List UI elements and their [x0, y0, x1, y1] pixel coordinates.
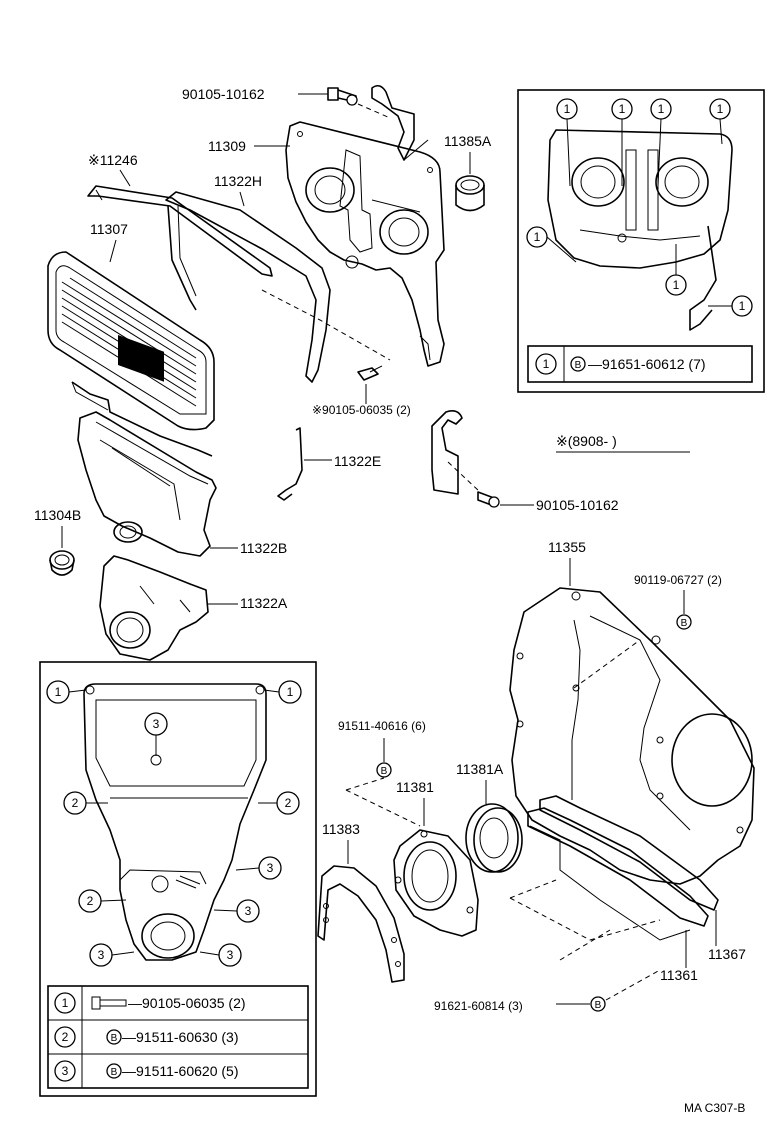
- label-11246: ※11246: [88, 152, 138, 168]
- svg-text:1: 1: [55, 685, 62, 699]
- svg-text:1: 1: [287, 685, 294, 699]
- label-11307: 11307: [90, 221, 128, 237]
- label-90105-06035: ※90105-06035 (2): [312, 403, 411, 417]
- bolt-mark-icon: B: [111, 1033, 118, 1044]
- label-11383: 11383: [322, 821, 360, 837]
- bracket-mid: [431, 410, 481, 495]
- label-11322E: 11322E: [334, 453, 381, 469]
- cover-11322B: [77, 411, 217, 557]
- bracket-top: [357, 84, 429, 161]
- label-90105-10162-top: 90105-10162: [182, 86, 265, 102]
- cover-11307: [47, 251, 215, 457]
- inset-bottom-legend-num-1: 1: [62, 996, 69, 1010]
- inset-top-legend-num: 1: [543, 357, 550, 371]
- inset-bottom-left: 1 1 3 2 2 3 2 3 3 3 1 —90105-06035 (2) 2: [39, 661, 317, 1097]
- svg-text:1: 1: [739, 299, 746, 313]
- inset-bottom-legend-text-2: —91511-60630 (3): [122, 1029, 238, 1045]
- label-90119-06727: 90119-06727 (2): [634, 573, 722, 587]
- gasket-11361: [527, 807, 709, 941]
- svg-text:3: 3: [245, 904, 252, 918]
- svg-text:1: 1: [658, 102, 665, 116]
- svg-text:1: 1: [534, 230, 541, 244]
- bolt-mark-icon: B: [111, 1067, 118, 1078]
- svg-text:3: 3: [98, 948, 105, 962]
- svg-text:2: 2: [285, 796, 292, 810]
- label-91621-60814: 91621-60814 (3): [434, 999, 523, 1013]
- label-11355: 11355: [548, 539, 586, 555]
- svg-text:B: B: [595, 1000, 602, 1011]
- svg-text:3: 3: [267, 861, 274, 875]
- bolt-90105-06035: [357, 365, 383, 381]
- inset-bottom-legend-num-3: 3: [62, 1064, 69, 1078]
- label-11367: 11367: [708, 946, 746, 962]
- svg-text:1: 1: [619, 102, 626, 116]
- inset-bottom-legend-text-1: —90105-06035 (2): [128, 995, 246, 1011]
- label-11385A: 11385A: [444, 133, 492, 149]
- label-11304B: 11304B: [34, 507, 81, 523]
- gasket-11246: [87, 185, 273, 277]
- gasket-11367: [539, 795, 719, 911]
- inset-top-legend-text: —91651-60612 (7): [588, 356, 706, 372]
- svg-text:3: 3: [227, 948, 234, 962]
- seal-11381A: [465, 803, 523, 873]
- label-11361: 11361: [660, 967, 698, 983]
- label-11381A: 11381A: [456, 761, 504, 777]
- timing-cover-11309: [285, 121, 445, 367]
- svg-text:1: 1: [673, 278, 680, 292]
- bolt-mark-icon: B: [575, 360, 582, 371]
- plate-11355: [509, 587, 755, 885]
- svg-text:3: 3: [153, 717, 160, 731]
- label-11381: 11381: [396, 779, 434, 795]
- inset-top-right: 1 1 1 1 1 1 1 1 B —91651-60612 (7): [517, 89, 765, 393]
- inset-bottom-legend-num-2: 2: [62, 1030, 69, 1044]
- label-11322B: 11322B: [240, 540, 287, 556]
- bolt-top: [327, 87, 358, 106]
- diagram-code: MA C307-B: [684, 1101, 745, 1115]
- svg-text:B: B: [681, 618, 688, 629]
- svg-text:1: 1: [717, 102, 724, 116]
- inset-bottom-legend-text-3: —91511-60620 (5): [122, 1063, 238, 1079]
- cover-11322A: [99, 555, 209, 661]
- label-11309: 11309: [208, 138, 246, 154]
- gasket-11383: [317, 865, 405, 983]
- label-90105-10162-mid: 90105-10162: [536, 497, 619, 513]
- clip-11322E: [277, 427, 303, 501]
- label-11322H: 11322H: [214, 173, 262, 189]
- bolt-icon: [91, 996, 127, 1010]
- serial-note: ※(8908- ): [556, 433, 617, 449]
- svg-text:B: B: [381, 766, 388, 777]
- retainer-11381: [393, 829, 479, 937]
- label-91511-40616: 91511-40616 (6): [338, 719, 426, 733]
- svg-text:1: 1: [564, 102, 571, 116]
- svg-text:2: 2: [87, 894, 94, 908]
- label-11322A: 11322A: [240, 595, 288, 611]
- svg-text:2: 2: [72, 796, 79, 810]
- seal-11385A: [455, 175, 485, 212]
- plug-11304B: [49, 550, 75, 576]
- bolt-90105-10162-mid: [477, 491, 500, 508]
- gasket-11322H: [165, 191, 391, 383]
